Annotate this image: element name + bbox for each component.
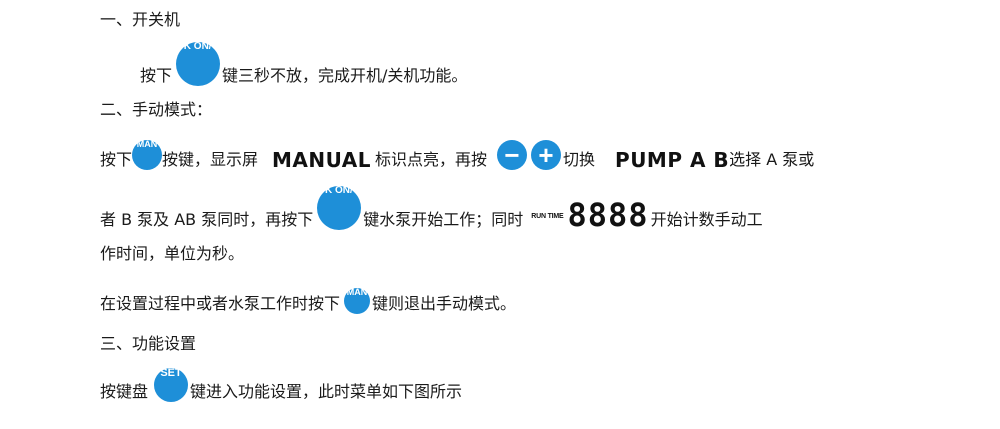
set-button-icon: SET <box>154 367 189 402</box>
p1-d: 切换 <box>563 150 596 169</box>
p1-a: 按下 <box>100 150 133 169</box>
s3-a: 按键盘 <box>100 382 149 401</box>
ok-label: OK <box>176 41 192 52</box>
p1-c: 标识点亮，再按 <box>375 150 488 169</box>
man-button-icon-2: MAN <box>344 287 371 314</box>
ok-label-2: OK <box>317 185 333 196</box>
section-2-paragraph-3: 作时间，单位为秒。 <box>100 244 244 264</box>
set-label: SET <box>160 367 182 379</box>
on-off-label: ON/OFF <box>193 41 232 52</box>
section-2-paragraph-4: 在设置过程中或者水泵工作时按下 MAN 键则退出手动模式。 <box>100 284 516 314</box>
p1-e: 选择 A 泵或 <box>729 150 815 169</box>
section-2-title-text: 二、手动模式： <box>100 100 213 119</box>
s3-b: 键进入功能设置，此时菜单如下图所示 <box>190 382 463 401</box>
man-label: MAN <box>136 139 158 149</box>
p3-text: 作时间，单位为秒。 <box>100 244 245 263</box>
segment-display-digits: 8888 <box>567 196 649 234</box>
section-1-title: 一、开关机 <box>100 10 180 30</box>
man-button-icon: MAN <box>132 139 163 170</box>
pump-ab-display-label: PUMP A B <box>615 148 730 172</box>
p1-b: 按键，显示屏 <box>162 150 259 169</box>
section-3-line: 按键盘 SET 键进入功能设置，此时菜单如下图所示 <box>100 367 463 402</box>
s1-prefix: 按下 <box>140 66 173 85</box>
minus-label: − <box>504 140 520 170</box>
section-1-line: 按下 OK ON/OFF 键三秒不放，完成开机/关机功能。 <box>140 41 468 86</box>
section-3-title-text: 三、功能设置 <box>100 334 197 353</box>
section-2-paragraph-1: 按下 MAN 按键，显示屏 MANUAL 标识点亮，再按 − + 切换 PUMP… <box>100 138 814 170</box>
section-1-title-text: 一、开关机 <box>100 10 181 29</box>
section-2-paragraph-2: 者 B 泵及 AB 泵同时，再按下 OK ON/OFF 键水泵开始工作；同时 R… <box>100 185 763 234</box>
run-time-label: RUN TIME <box>531 213 564 220</box>
p4-b: 键则退出手动模式。 <box>372 294 517 313</box>
section-2-title: 二、手动模式： <box>100 100 212 120</box>
plus-button-icon: + <box>531 140 562 170</box>
plus-label: + <box>538 140 554 170</box>
section-3-title: 三、功能设置 <box>100 334 196 354</box>
minus-button-icon: − <box>497 140 528 170</box>
s1-suffix: 键三秒不放，完成开机/关机功能。 <box>222 66 468 85</box>
p4-a: 在设置过程中或者水泵工作时按下 <box>100 294 341 313</box>
on-off-label-2: ON/OFF <box>335 185 373 196</box>
manual-display-label: MANUAL <box>272 148 371 172</box>
man-label-2: MAN <box>346 287 368 297</box>
ok-on-off-button-icon: OK ON/OFF <box>176 41 232 86</box>
p2-c: 开始计数手动工 <box>650 210 763 229</box>
p2-b: 键水泵开始工作；同时 <box>363 210 524 229</box>
p2-a: 者 B 泵及 AB 泵同时，再按下 <box>100 210 314 229</box>
ok-on-off-button-icon-2: OK ON/OFF <box>317 185 373 230</box>
